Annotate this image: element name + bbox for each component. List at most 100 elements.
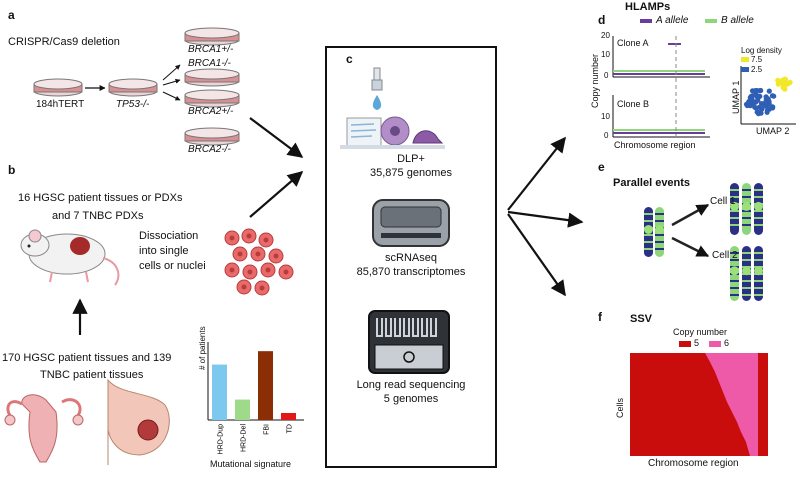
dlp-count: 35,875 genomes [370,167,452,179]
umap-point-high [787,79,793,85]
cell-nucleus [229,267,235,273]
long-read-sequencer-icon [368,310,450,374]
scrnaseq-count: 85,870 transcriptomes [356,266,466,278]
umap-point-low [748,93,754,99]
mouse-illustration [20,229,120,286]
scrnaseq-icon [372,199,450,247]
ssv-xlabel: Chromosome region [648,458,739,469]
arrow-to-cell-1 [671,203,710,227]
panel-label-a: a [8,8,15,22]
chromosome-cell1-a [730,183,739,235]
arrow-c-to-e [507,210,584,228]
umap-point-low [755,97,761,103]
arrow-a3 [162,78,181,86]
umap-point-low [769,93,776,99]
ssv-title: SSV [630,313,653,325]
label-brca2-het: BRCA2+/- [188,106,234,117]
d-ylabel: Copy number [590,53,600,108]
label-brca1-hom: BRCA1-/- [188,58,231,69]
arrow-c-to-f [507,213,566,297]
tick-b-0: 0 [604,131,609,140]
parallel-events-title: Parallel events [613,177,691,189]
dish-brca1-hom [184,68,240,87]
bar-td [281,413,296,420]
umap-ylabel: UMAP 1 [731,80,741,114]
dissociation-line3: cells or nuclei [139,260,206,272]
arrow-b-to-c [249,170,304,218]
cell-nucleus [259,285,265,291]
clone-a-label: Clone A [617,38,649,48]
uterus-illustration [4,394,84,463]
umap-legend-low: 2.5 [751,65,763,74]
dlp-icon [340,67,445,149]
panel-label-f: f [598,310,602,324]
scrnaseq-title: scRNAseq [385,252,437,264]
longread-count: 5 genomes [383,393,439,405]
cell-nucleus [273,253,279,259]
bar-hrd-dup [212,364,227,420]
cell-nucleus [263,237,269,243]
cell-nucleus [241,284,247,290]
arrow-c-to-d [507,136,566,211]
chromosome-cell2-c [754,246,763,301]
umap-legend-title: Log density [741,46,782,55]
d-xlabel: Chromosome region [614,140,696,150]
umap-point-low [747,101,754,107]
legend-cn-6: 6 [724,338,730,348]
umap-point-low [759,106,765,112]
longread-title: Long read sequencing [356,379,466,391]
cell-nucleus [265,267,271,273]
chromosome-parent-b [655,207,664,257]
bar-hrd-del [235,399,250,420]
panel-label-c: c [346,52,353,66]
dish-brca2-hom [184,127,240,146]
panel-label-b: b [8,163,16,177]
chromosome-cell2-b [742,246,751,301]
dish-brca2-het [184,89,240,108]
dish-brca1-het [184,27,240,46]
label-brca1-het: BRCA1+/- [188,44,234,55]
dish-184htert [33,78,83,97]
bar-tick-label: TD [287,424,294,433]
label-184htert: 184hTERT [36,99,85,110]
dissociated-cells [224,228,294,296]
bar-fbi [258,351,273,420]
hlamp-legend [640,19,717,23]
umap-point-low [766,106,773,112]
clone-b-label: Clone B [617,99,650,109]
umap-point-low [755,111,762,117]
chromosome-parent-a [644,207,653,257]
b-sources-line1: 16 HGSC patient tissues or PDXs [18,192,183,204]
umap-plot [740,57,796,125]
umap-point-low [749,88,756,94]
ssv-ylabel: Cells [615,397,625,418]
umap-point-low [757,93,763,99]
bar-tick-label: HRD-Del [241,424,248,452]
panel-label-e: e [598,160,605,174]
umap-point-high [775,81,781,87]
umap-xlabel: UMAP 2 [756,126,790,136]
patients-line2: TNBC patient tissues [40,369,144,381]
arrow-a4 [162,91,181,101]
dissociation-line2: into single [139,245,189,257]
label-brca2-hom: BRCA2-/- [188,144,231,155]
umap-point-low [743,101,750,107]
arrow-a2 [162,64,181,81]
chromosome-cell1-c [754,183,763,235]
umap-point-low [763,94,769,100]
panel-c-box [325,46,497,468]
tick-b-10: 10 [601,112,610,121]
umap-point-low [763,99,769,105]
umap-point-low [753,105,759,111]
arrow-to-cell-2 [671,236,710,258]
arrow-a-to-c [249,117,304,158]
chromosome-illustrations [644,183,763,301]
panel-label-d: d [598,13,606,27]
umap-point-low [754,87,760,94]
umap-point-low [766,88,772,94]
legend-cn-5: 5 [694,338,700,348]
chromosome-cell2-a [730,246,739,301]
bar-tick-label: FBI [264,424,271,435]
